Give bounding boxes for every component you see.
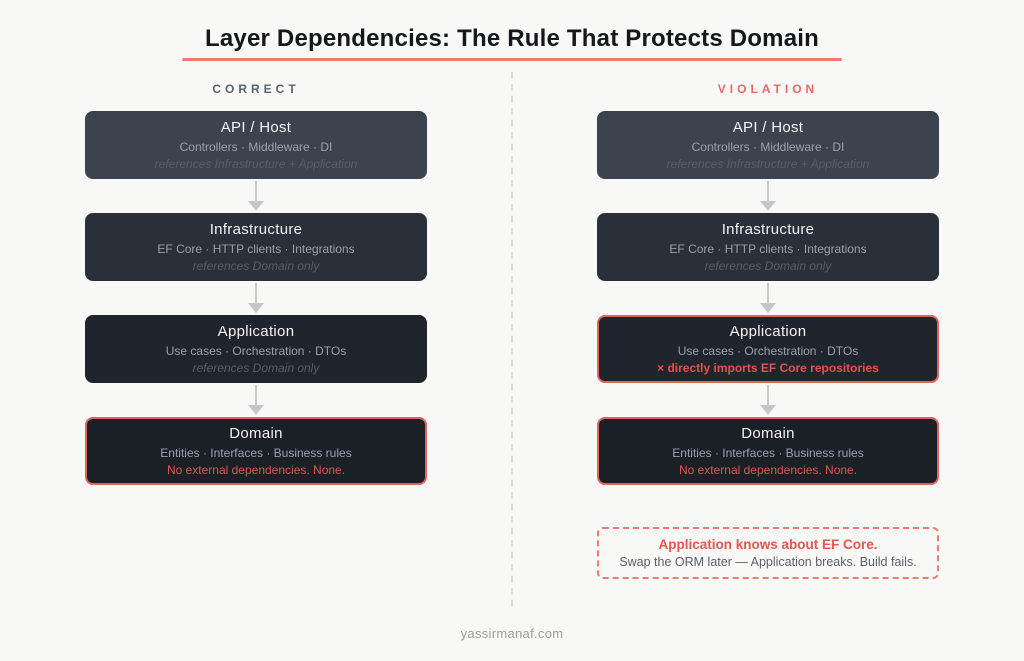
layer-box-infrastructure-correct: Infrastructure EF Core · HTTP clients · …	[85, 213, 427, 281]
layer-note: references Infrastructure + Application	[666, 157, 870, 171]
layer-title: Application	[217, 323, 295, 340]
down-arrow-icon	[85, 281, 427, 315]
arrow-head	[760, 201, 776, 211]
arrow-stem	[767, 385, 769, 405]
layer-box-api-host-correct: API / Host Controllers · Middleware · DI…	[85, 111, 427, 179]
layer-note: references Domain only	[192, 259, 320, 273]
correct-column: API / Host Controllers · Middleware · DI…	[85, 111, 427, 485]
layer-note-violation: × directly imports EF Core repositories	[657, 361, 879, 375]
page-title: Layer Dependencies: The Rule That Protec…	[205, 25, 819, 52]
down-arrow-icon	[85, 383, 427, 417]
arrow-head	[248, 405, 264, 415]
layer-subtitle: Controllers · Middleware · DI	[179, 140, 333, 154]
layer-box-domain-correct: Domain Entities · Interfaces · Business …	[85, 417, 427, 485]
arrow-head	[760, 303, 776, 313]
layer-subtitle: EF Core · HTTP clients · Integrations	[157, 242, 355, 256]
layer-note: No external dependencies. None.	[678, 463, 858, 477]
down-arrow-icon	[597, 383, 939, 417]
arrow-head	[760, 405, 776, 415]
layer-note: No external dependencies. None.	[166, 463, 346, 477]
layer-subtitle: Entities · Interfaces · Business rules	[672, 446, 864, 460]
layer-subtitle: Use cases · Orchestration · DTOs	[165, 344, 347, 358]
layer-note: references Domain only	[704, 259, 832, 273]
layer-subtitle: EF Core · HTTP clients · Integrations	[669, 242, 867, 256]
arrow-stem	[255, 385, 257, 405]
layer-title: API / Host	[220, 119, 292, 136]
layer-box-application-correct: Application Use cases · Orchestration · …	[85, 315, 427, 383]
layer-subtitle: Controllers · Middleware · DI	[691, 140, 845, 154]
layer-title: Infrastructure	[721, 221, 815, 238]
arrow-head	[248, 303, 264, 313]
footer-credit: yassirmanaf.com	[460, 626, 564, 641]
callout-title: Application knows about EF Core.	[658, 537, 878, 552]
arrow-stem	[255, 283, 257, 303]
arrow-stem	[255, 181, 257, 201]
layer-title: API / Host	[732, 119, 804, 136]
arrow-stem	[767, 283, 769, 303]
layer-note: references Domain only	[192, 361, 320, 375]
column-divider	[511, 72, 513, 612]
layer-box-domain-violation: Domain Entities · Interfaces · Business …	[597, 417, 939, 485]
down-arrow-icon	[597, 281, 939, 315]
layer-title: Domain	[741, 425, 795, 442]
layer-subtitle: Use cases · Orchestration · DTOs	[677, 344, 859, 358]
layer-subtitle: Entities · Interfaces · Business rules	[160, 446, 352, 460]
down-arrow-icon	[597, 179, 939, 213]
layer-title: Application	[729, 323, 807, 340]
down-arrow-icon	[85, 179, 427, 213]
layer-box-application-violation: Application Use cases · Orchestration · …	[597, 315, 939, 383]
column-label-correct: CORRECT	[212, 82, 300, 96]
violation-callout: Application knows about EF Core. Swap th…	[597, 527, 939, 579]
arrow-stem	[767, 181, 769, 201]
violation-column: API / Host Controllers · Middleware · DI…	[597, 111, 939, 579]
callout-body: Swap the ORM later — Application breaks.…	[619, 555, 917, 569]
title-underline	[182, 58, 842, 61]
arrow-head	[248, 201, 264, 211]
layer-note: references Infrastructure + Application	[154, 157, 358, 171]
layer-box-api-host-violation: API / Host Controllers · Middleware · DI…	[597, 111, 939, 179]
layer-title: Infrastructure	[209, 221, 303, 238]
layer-box-infrastructure-violation: Infrastructure EF Core · HTTP clients · …	[597, 213, 939, 281]
column-label-violation: VIOLATION	[717, 82, 819, 96]
layer-title: Domain	[229, 425, 283, 442]
